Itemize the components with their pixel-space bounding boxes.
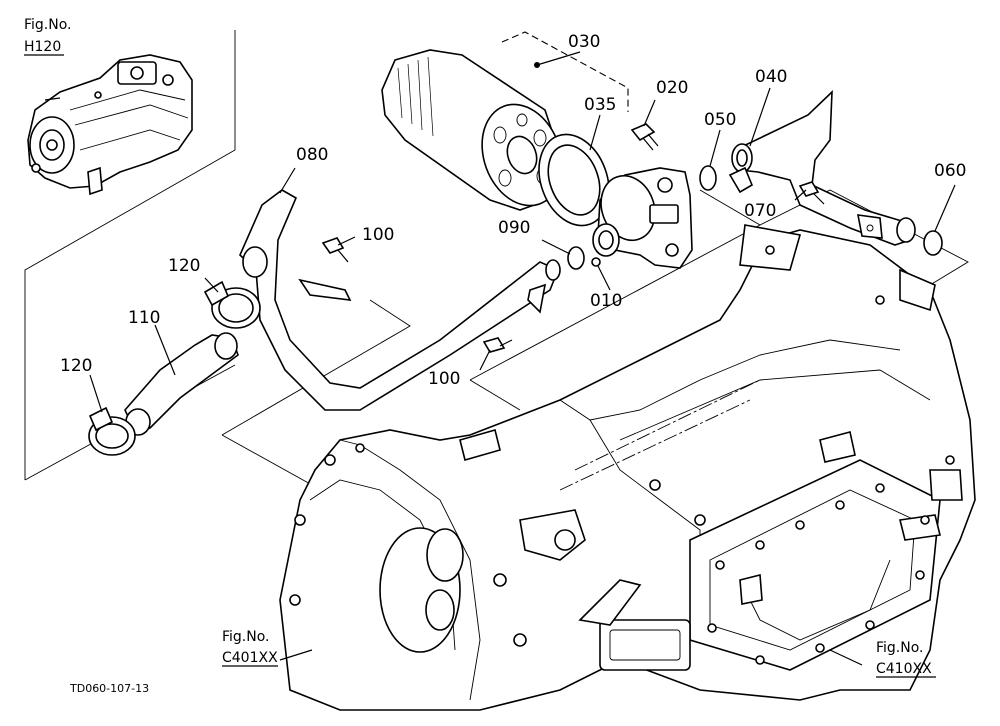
hose [124, 332, 239, 436]
callout-080: 080 [296, 145, 328, 165]
callout-030: 030 [568, 32, 600, 52]
bolt-100-b [482, 337, 513, 353]
figure-ref-rear-case-prefix: Fig.No. [876, 640, 924, 656]
hose-clamp-upper [203, 280, 261, 329]
filter-head [591, 167, 693, 269]
callout-070: 070 [744, 201, 776, 221]
callout-010: 010 [590, 291, 622, 311]
hose-clamp-lower [88, 406, 136, 456]
transmission-case [279, 224, 976, 711]
figure-ref-front-case-prefix: Fig.No. [222, 629, 270, 645]
return-pipe [239, 189, 561, 411]
figure-ref-rear-case: Fig.No. C410XX [876, 640, 936, 678]
callout-120-lower: 120 [60, 356, 92, 376]
o-rings [567, 165, 943, 270]
figure-ref-front-case-code: C401XX [222, 650, 278, 666]
figure-ref-pump-code: H120 [24, 39, 61, 55]
figure-ref-pump: Fig.No. H120 [24, 17, 72, 56]
callout-120-upper: 120 [168, 256, 200, 276]
bolt-070 [798, 181, 825, 205]
assembly-planes [24, 30, 969, 496]
bolt-020 [630, 123, 659, 151]
callouts: 030 035 020 040 050 060 070 080 100 090 … [60, 32, 966, 389]
hydraulic-pump [27, 54, 193, 196]
callout-100-upper: 100 [362, 225, 394, 245]
callout-110: 110 [128, 308, 160, 328]
bolt-100-a [321, 237, 349, 263]
figure-ref-rear-case-code: C410XX [876, 661, 932, 677]
leader-lines [44, 31, 956, 666]
callout-090: 090 [498, 218, 530, 238]
callout-035: 035 [584, 95, 616, 115]
drawing-code: TD060-107-13 [69, 682, 149, 695]
callout-050: 050 [704, 110, 736, 130]
figure-ref-front-case: Fig.No. C401XX [222, 629, 278, 667]
gasket [538, 133, 610, 227]
callout-020: 020 [656, 78, 688, 98]
figure-ref-pump-prefix: Fig.No. [24, 17, 72, 33]
callout-040: 040 [755, 67, 787, 87]
case-bolt-holes [289, 245, 955, 665]
elbow-pipe [728, 90, 916, 246]
callout-100-lower: 100 [428, 369, 460, 389]
callout-060: 060 [934, 161, 966, 181]
